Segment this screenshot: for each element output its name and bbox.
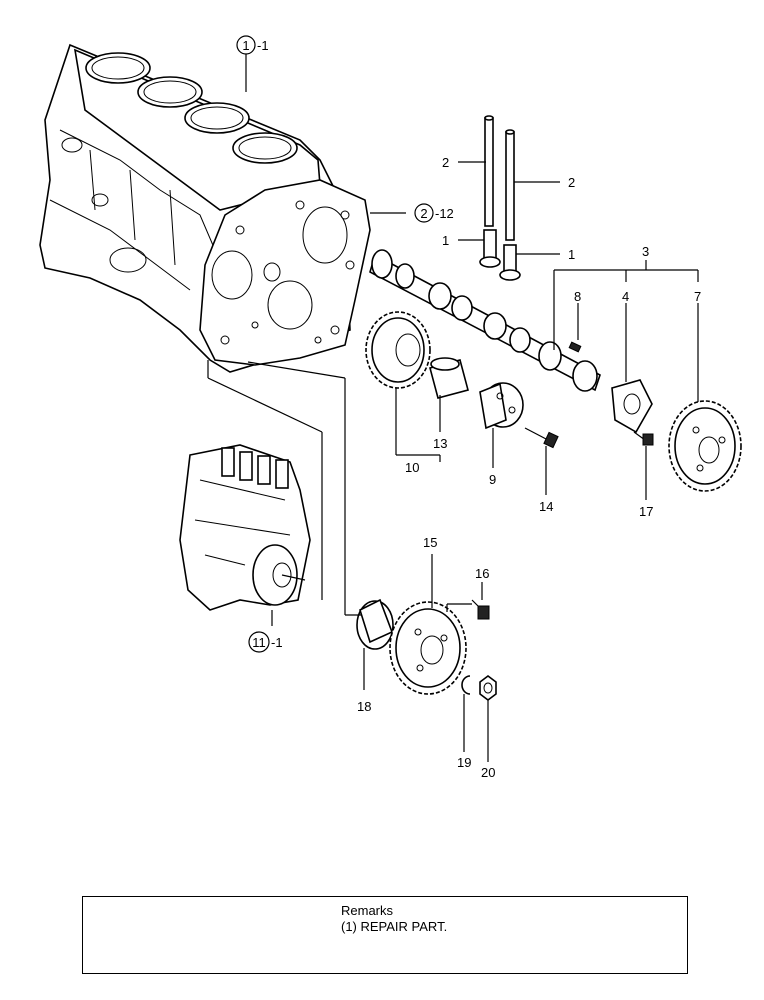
tappets	[479, 229, 521, 281]
idle-gear	[365, 311, 431, 389]
part-labels: 2 2 1 1 3 8 4 7 13 10 9 14 17 15 16 18 1…	[357, 155, 701, 780]
label-push-rod-right: 2	[568, 175, 575, 190]
label-nut: 20	[481, 765, 495, 780]
label-tappet-right: 1	[568, 247, 575, 262]
label-bolt-16: 16	[475, 566, 489, 581]
push-rods	[484, 115, 515, 241]
thrust-plate	[611, 379, 653, 434]
label-bushing: 13	[433, 436, 447, 451]
label-key: 8	[574, 289, 581, 304]
idle-gear-shaft	[479, 382, 524, 430]
remarks-text: (1) REPAIR PART.	[341, 919, 448, 934]
svg-text:-1: -1	[271, 635, 283, 650]
callout-gear-case: 2 -12	[414, 203, 454, 223]
flange	[356, 598, 394, 650]
svg-text:-12: -12	[435, 206, 454, 221]
pump-gear	[389, 601, 467, 695]
label-bolt-17: 17	[639, 504, 653, 519]
bolt-17	[633, 431, 654, 446]
label-tappet-left: 1	[442, 233, 449, 248]
svg-text:1: 1	[242, 38, 249, 53]
injection-pump	[179, 444, 311, 611]
svg-text:-1: -1	[257, 38, 269, 53]
label-flange: 18	[357, 699, 371, 714]
bolt-14	[524, 427, 559, 449]
remarks-box: Remarks (1) REPAIR PART.	[82, 896, 688, 974]
callout-injection-pump: 11 -1	[248, 631, 283, 653]
remarks-title: Remarks	[341, 903, 394, 918]
label-push-rod-left: 2	[442, 155, 449, 170]
label-bolt-14: 14	[539, 499, 553, 514]
nut	[479, 675, 497, 701]
label-thrust-plate: 4	[622, 289, 629, 304]
callout-cylinder-block: 1 -1	[236, 35, 269, 55]
washer	[461, 675, 471, 695]
label-idle-gear-shaft: 9	[489, 472, 496, 487]
label-washer: 19	[457, 755, 471, 770]
label-camshaft-assy: 3	[642, 244, 649, 259]
bushing	[429, 357, 469, 399]
bolt-16	[471, 599, 490, 620]
label-gear-assy: 10	[405, 460, 419, 475]
camshaft	[369, 249, 601, 392]
leader-lines	[207, 53, 699, 762]
label-pump-gear: 15	[423, 535, 437, 550]
gear-case-plate	[199, 179, 371, 366]
svg-text:2: 2	[420, 206, 427, 221]
cam-gear	[668, 400, 742, 492]
svg-text:11: 11	[252, 635, 266, 650]
label-cam-gear: 7	[694, 289, 701, 304]
